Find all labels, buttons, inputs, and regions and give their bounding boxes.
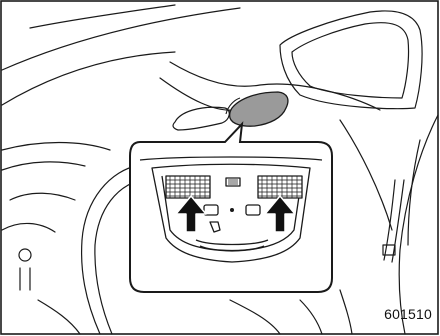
arrow-up-icon	[264, 195, 296, 233]
arrow-up-icon	[175, 195, 207, 233]
right-lamp-lens	[257, 175, 303, 199]
figure-number: 601510	[384, 306, 432, 322]
map-lamp-on-roof	[225, 91, 289, 127]
left-lamp-lens	[165, 175, 211, 199]
overhead-console	[139, 156, 323, 263]
